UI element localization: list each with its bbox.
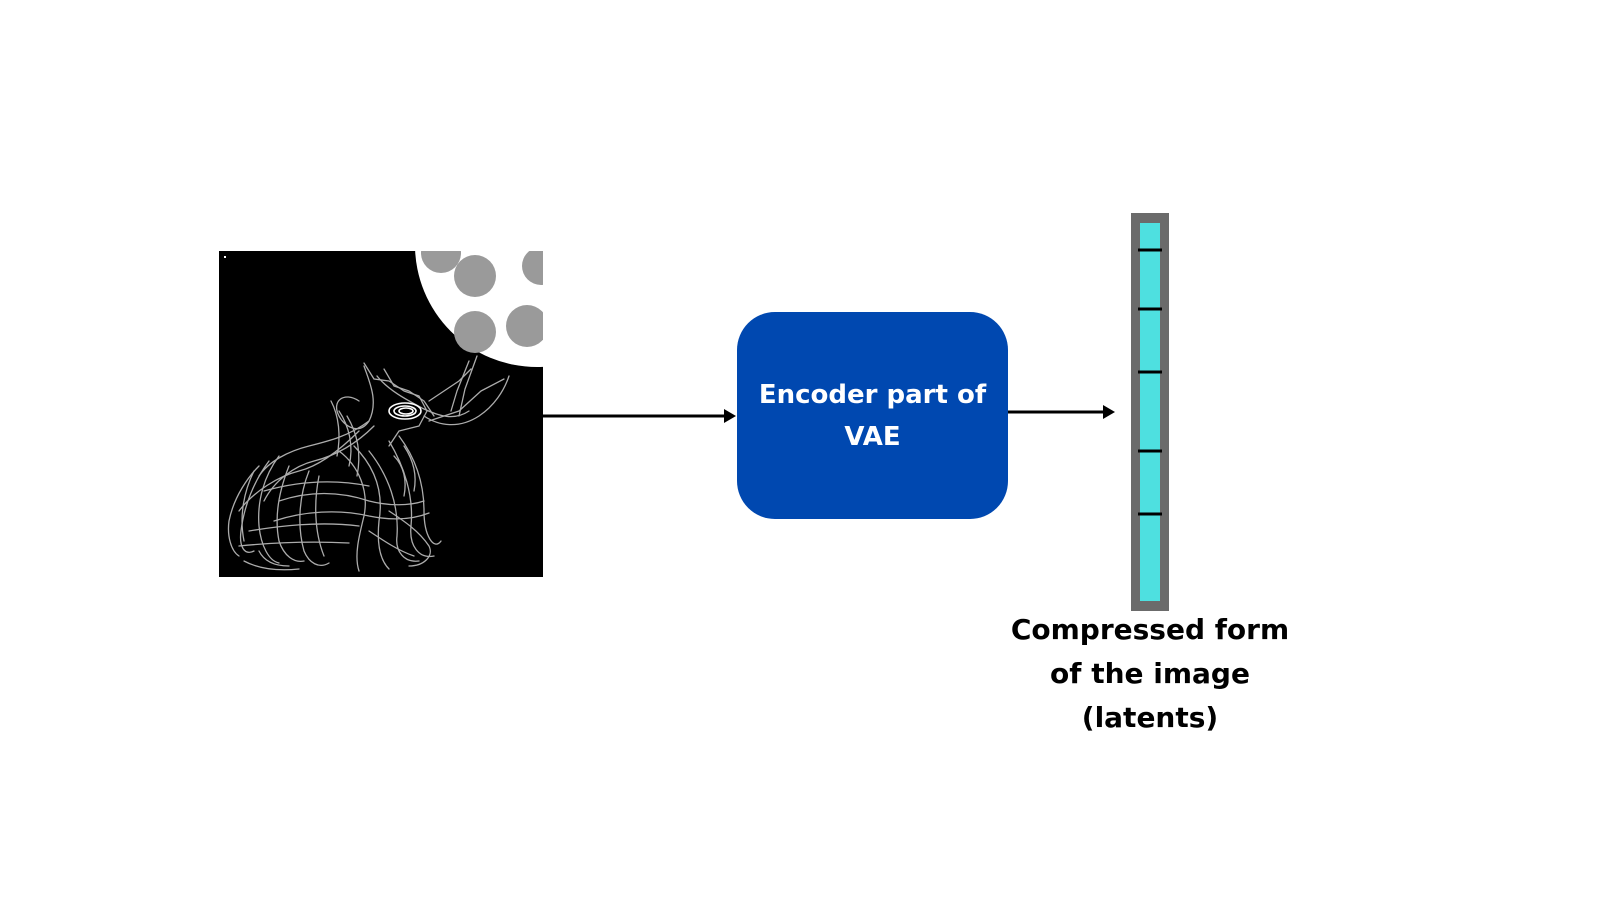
moon-spot [522,251,543,285]
encoder-label: Encoder part of VAE [758,379,987,452]
moon-spot [454,311,496,353]
eye-scribble [388,402,422,420]
encoder-box: Encoder part of VAE [737,312,1008,519]
latent-vector-fill [1140,223,1160,601]
moon-spot [421,251,461,273]
arrow-encoder-to-latents [1008,405,1115,419]
moon-spot [506,305,543,347]
creature-sketch [227,355,510,572]
moon-spot [454,255,496,297]
latent-vector [1131,213,1169,611]
input-sketch-image [219,251,543,577]
arrow-image-to-encoder [543,409,736,423]
tiny-dot [224,256,226,258]
latent-caption: Compressed form of the image (latents) [1010,613,1290,734]
